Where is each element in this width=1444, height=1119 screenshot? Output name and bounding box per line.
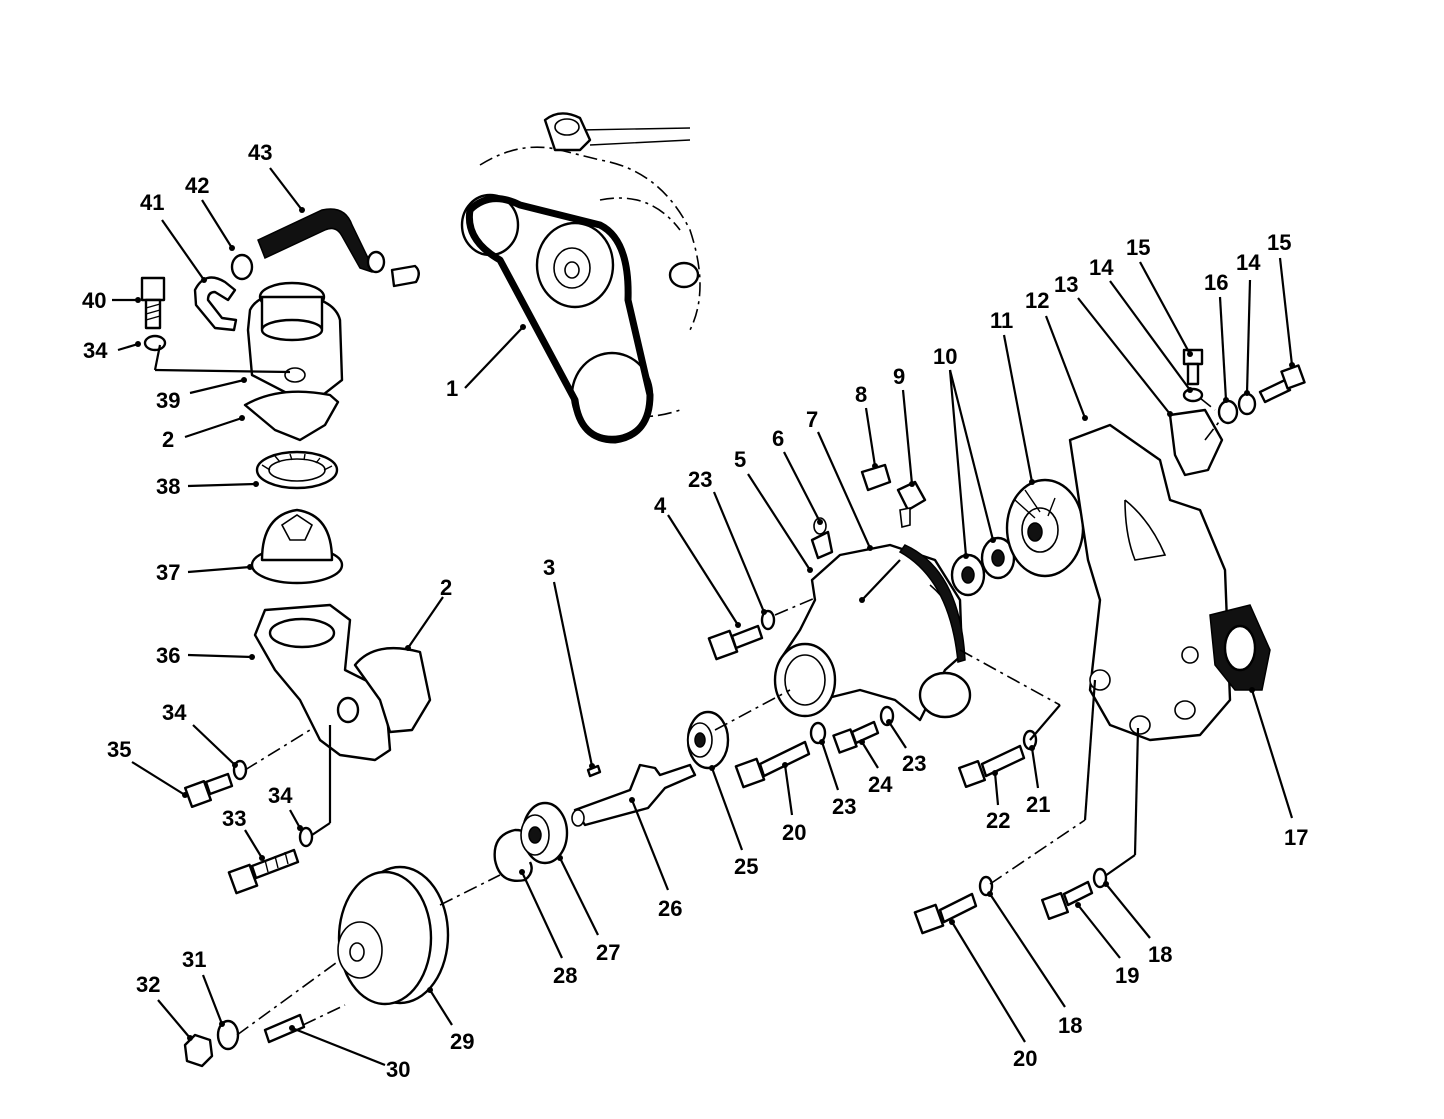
- callout-24: 24: [868, 772, 893, 797]
- callout-32: 32: [136, 972, 160, 997]
- bolt-33: [227, 848, 300, 895]
- stud: [263, 1013, 306, 1044]
- callout-27: 27: [596, 940, 620, 965]
- shaft: [571, 763, 697, 827]
- callout-22: 22: [986, 808, 1010, 833]
- callout-23: 23: [902, 751, 926, 776]
- callout-3: 3: [543, 555, 555, 580]
- callout-8: 8: [855, 382, 867, 407]
- callout-35: 35: [107, 737, 131, 762]
- callout-37: 37: [156, 560, 180, 585]
- washer-18-b: [1092, 867, 1108, 889]
- washer-34-top: [143, 334, 167, 352]
- callout-41: 41: [140, 190, 164, 215]
- callout-23: 23: [832, 794, 856, 819]
- gasket-side: [353, 646, 432, 734]
- callout-16: 16: [1204, 270, 1228, 295]
- bolt-4: [707, 624, 764, 661]
- spacer-16: [1217, 399, 1239, 425]
- thermostat-cover: [246, 281, 344, 407]
- callout-labels: 1 2 2 3 4 5 6 7 8 9 10 11 12 13 14 14 15…: [82, 140, 1308, 1082]
- bolt-15-b: [1258, 364, 1306, 404]
- thermostat: [250, 508, 344, 585]
- callout-18: 18: [1148, 942, 1172, 967]
- callout-29: 29: [450, 1029, 474, 1054]
- callout-28: 28: [553, 963, 577, 988]
- callout-19: 19: [1115, 963, 1139, 988]
- callout-31: 31: [182, 947, 206, 972]
- callout-34: 34: [83, 338, 108, 363]
- callout-26: 26: [658, 896, 682, 921]
- callout-14: 14: [1089, 255, 1114, 280]
- callout-13: 13: [1054, 272, 1078, 297]
- callout-30: 30: [386, 1057, 410, 1082]
- callout-15: 15: [1267, 230, 1291, 255]
- callout-10: 10: [933, 344, 957, 369]
- callout-6: 6: [772, 426, 784, 451]
- callout-18: 18: [1058, 1013, 1082, 1038]
- bearing-25: [686, 710, 730, 770]
- callout-7: 7: [806, 407, 818, 432]
- assembly-lines: [153, 344, 1223, 1036]
- callout-38: 38: [156, 474, 180, 499]
- callout-2: 2: [440, 575, 452, 600]
- bypass-hose: [257, 208, 420, 288]
- callout-14: 14: [1236, 250, 1261, 275]
- washer-18-a: [978, 875, 994, 897]
- washer-14-b: [1237, 392, 1257, 416]
- impeller: [1005, 478, 1085, 578]
- callout-leaders: [112, 167, 1295, 1067]
- bracket-13: [1168, 408, 1224, 477]
- callout-1: 1: [446, 376, 458, 401]
- gasket-top: [243, 390, 340, 442]
- callout-42: 42: [185, 173, 209, 198]
- bolt-20-b: [913, 892, 978, 935]
- callout-11: 11: [990, 308, 1013, 333]
- nut-32: [183, 1033, 214, 1068]
- washer-23-a: [760, 609, 776, 631]
- bolt-22: [957, 744, 1026, 789]
- callout-25: 25: [734, 854, 758, 879]
- bolt-20-a: [734, 740, 811, 789]
- bolt-19: [1040, 880, 1094, 921]
- callout-43: 43: [248, 140, 272, 165]
- callout-39: 39: [156, 388, 180, 413]
- callout-34: 34: [268, 783, 293, 808]
- callout-4: 4: [654, 493, 667, 518]
- callout-12: 12: [1025, 288, 1049, 313]
- fan-belt-assembly: [460, 112, 700, 444]
- bolt-35: [183, 772, 234, 809]
- callout-34: 34: [162, 700, 187, 725]
- bearing-27: [520, 801, 569, 865]
- callout-2: 2: [162, 427, 174, 452]
- callout-21: 21: [1026, 792, 1050, 817]
- water-pump-body: [773, 543, 972, 722]
- bolt-15-a: [1182, 348, 1204, 386]
- bolt-24: [832, 720, 880, 754]
- elbow-hose: [193, 276, 238, 332]
- callout-33: 33: [222, 806, 246, 831]
- callout-15: 15: [1126, 235, 1150, 260]
- bolt-40: [140, 276, 166, 330]
- seals-10: [950, 536, 1016, 597]
- parts-illustration: [140, 112, 1306, 1068]
- thermostat-housing: [253, 603, 392, 762]
- callout-20: 20: [1013, 1046, 1037, 1071]
- washer-23-b: [809, 721, 827, 745]
- callout-9: 9: [893, 364, 905, 389]
- callout-23: 23: [688, 467, 712, 492]
- callout-17: 17: [1284, 825, 1308, 850]
- callout-5: 5: [734, 447, 746, 472]
- callout-40: 40: [82, 288, 106, 313]
- callout-36: 36: [156, 643, 180, 668]
- hose-clamp: [230, 253, 254, 281]
- sender-9: [896, 480, 927, 528]
- washer-34-low: [298, 826, 314, 848]
- washer-14-a: [1182, 387, 1204, 403]
- pulley: [337, 865, 450, 1006]
- callout-20: 20: [782, 820, 806, 845]
- timing-cover: [1068, 423, 1232, 742]
- seal-ring: [255, 450, 339, 490]
